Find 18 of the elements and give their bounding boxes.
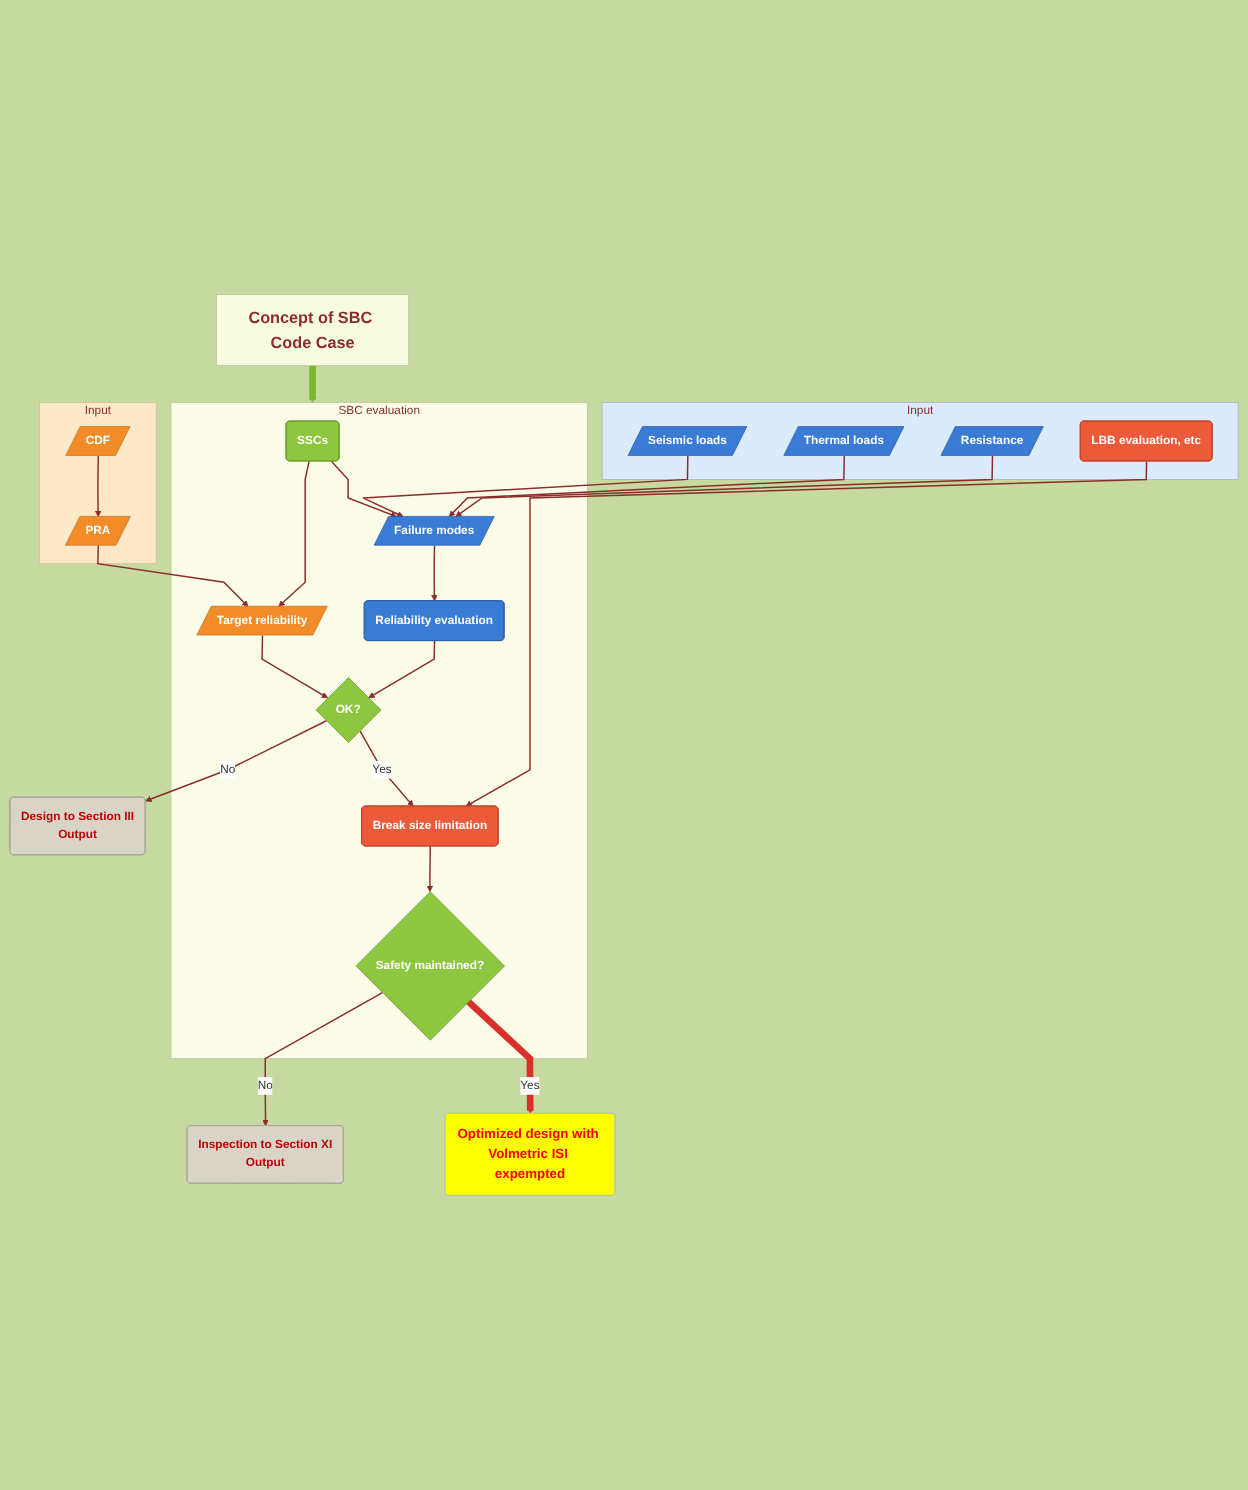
arrow <box>145 720 328 802</box>
arrow <box>426 845 434 893</box>
node-box: Concept of SBC Code Case <box>216 294 410 366</box>
arrow <box>466 999 534 1114</box>
arrow <box>368 640 436 699</box>
arrow <box>455 455 994 518</box>
arrow <box>431 544 438 602</box>
arrow <box>97 544 249 607</box>
arrow <box>262 991 384 1127</box>
arrow <box>359 729 414 807</box>
arrow <box>330 460 398 518</box>
arrow <box>465 460 1148 807</box>
arrow <box>309 365 316 403</box>
arrow <box>448 455 845 518</box>
arrow <box>362 455 689 518</box>
arrow <box>94 455 102 518</box>
arrow <box>278 460 310 607</box>
arrow <box>261 634 329 699</box>
